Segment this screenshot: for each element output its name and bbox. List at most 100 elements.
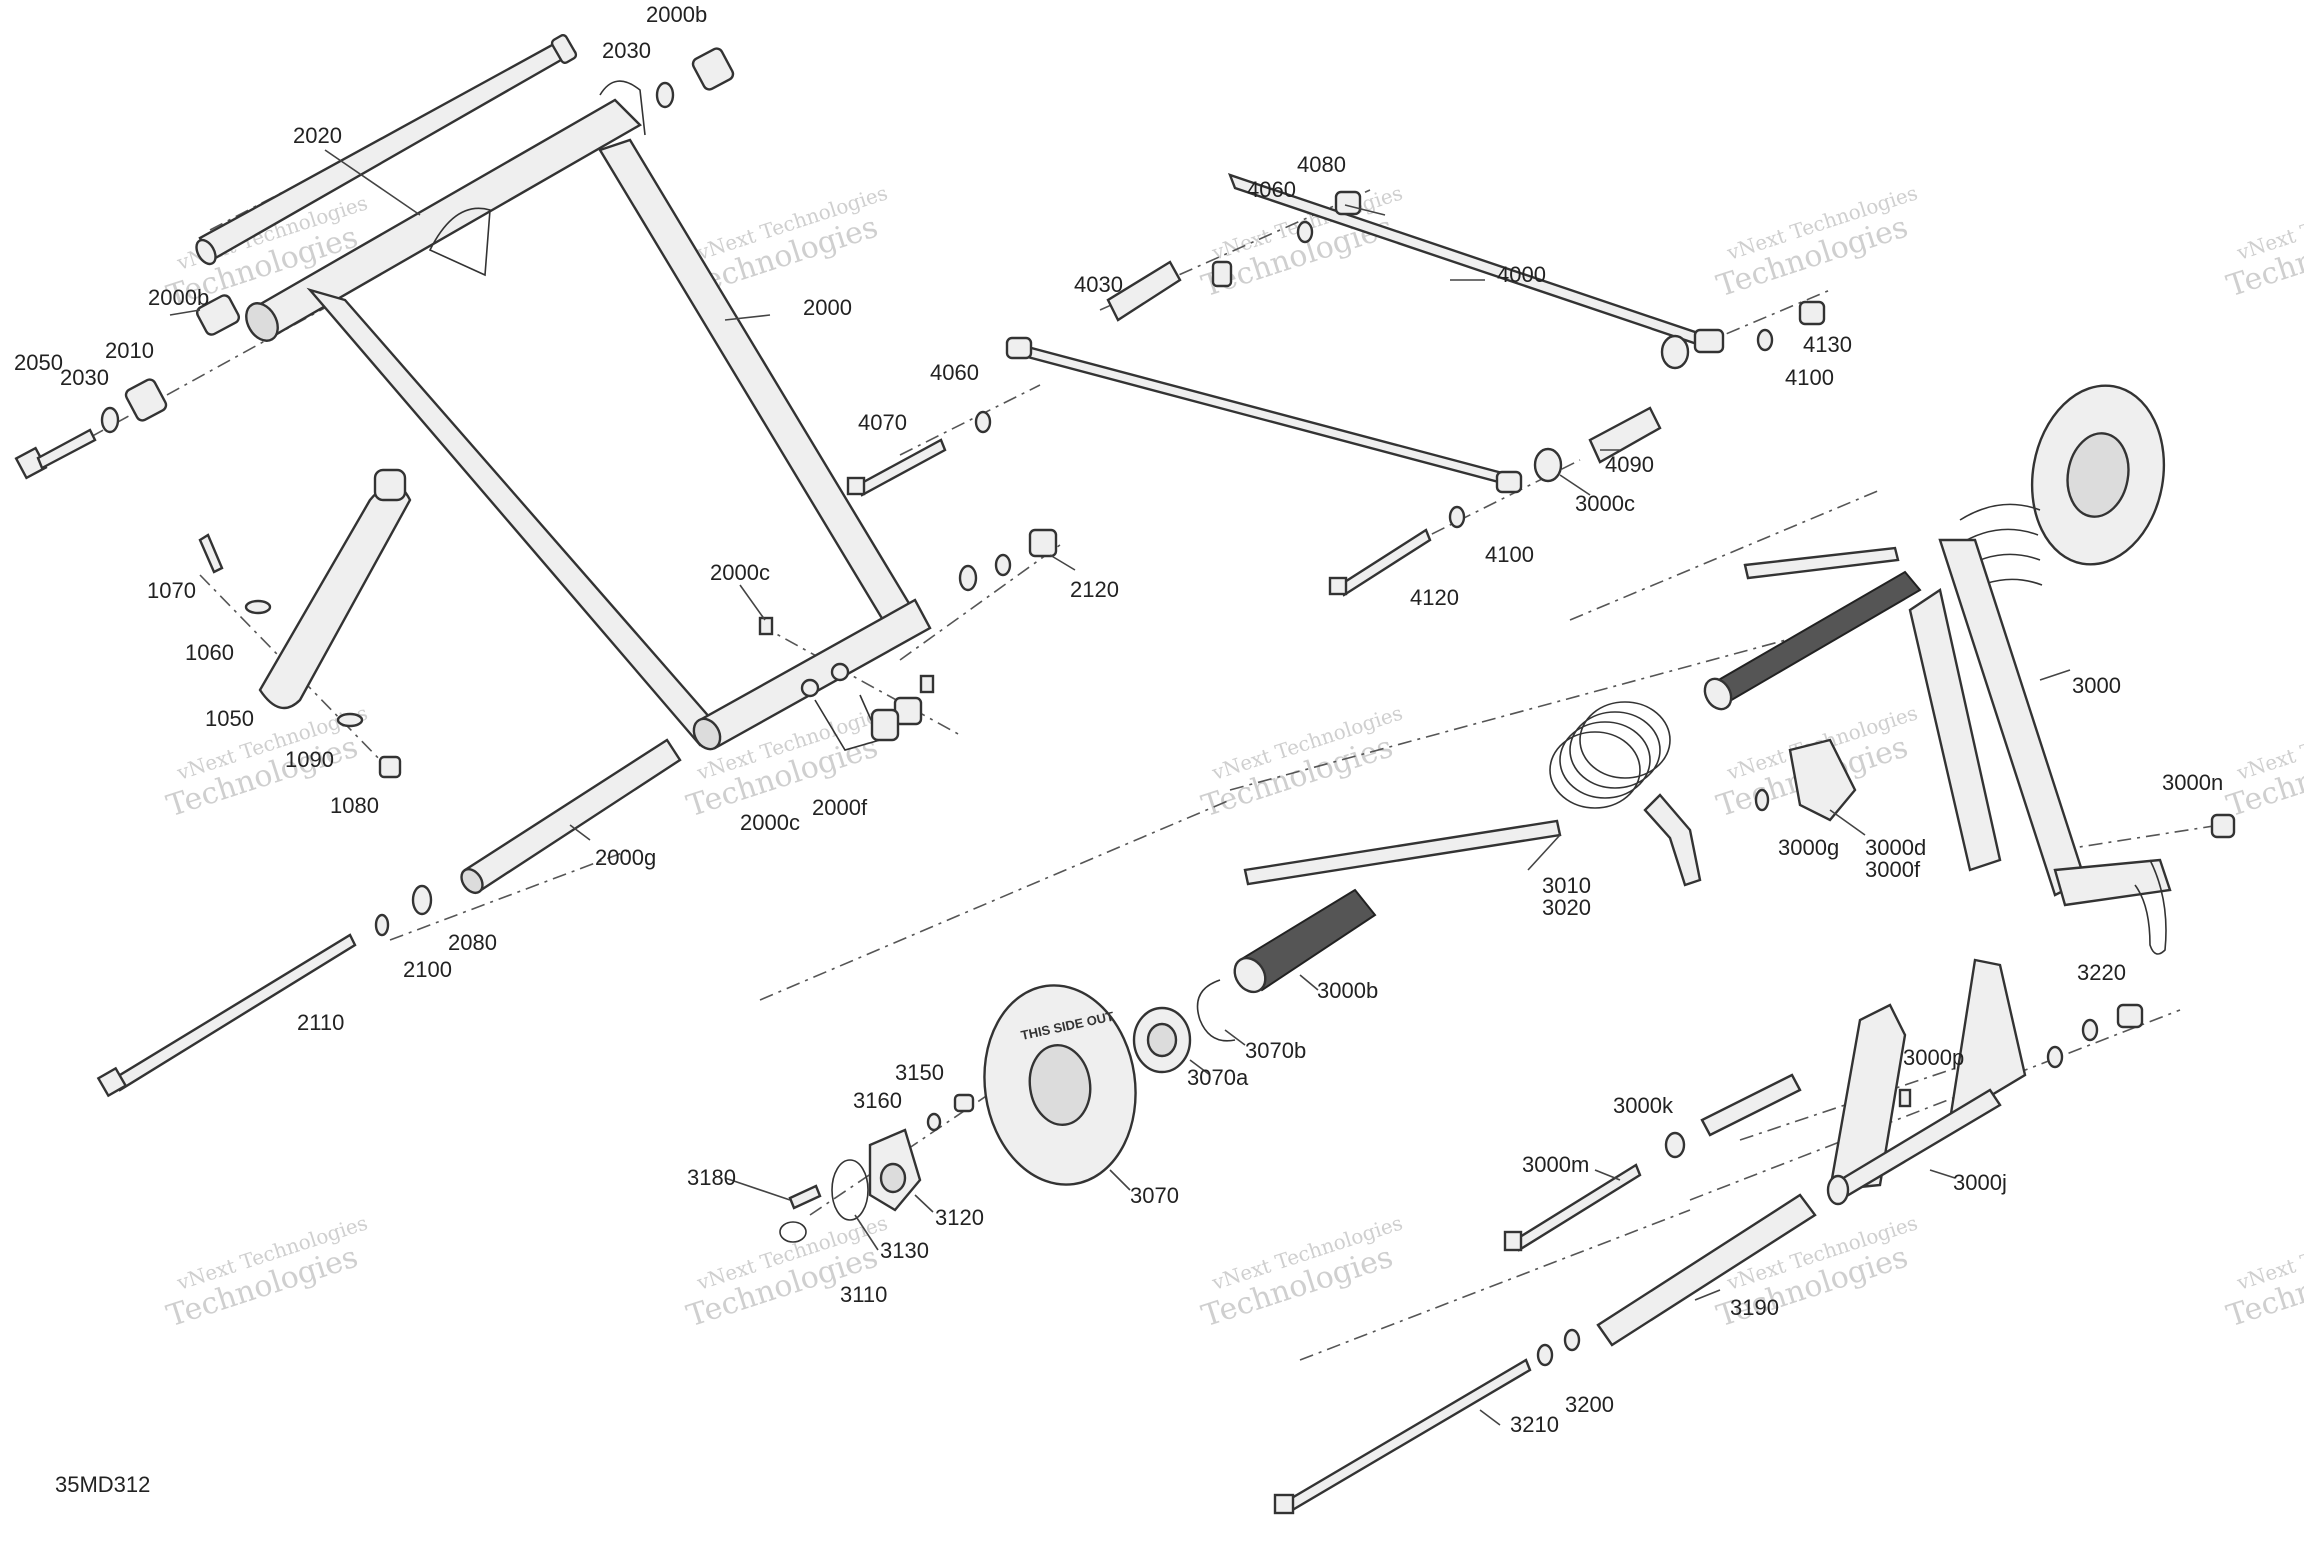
label-2000g: 2000g	[595, 845, 656, 870]
nut-1080	[378, 755, 402, 779]
lower-tube-collar	[800, 678, 820, 698]
washer-3200b	[1563, 1328, 1581, 1352]
bushing-2010	[124, 378, 168, 422]
axis-line	[899, 384, 1041, 456]
nut-3150	[953, 1093, 975, 1113]
label-4130: 4130	[1803, 332, 1852, 357]
bolt-3180	[788, 1184, 822, 1210]
spring-arm-3010	[1243, 819, 1562, 886]
label-3160: 3160	[853, 1088, 902, 1113]
link-rod-lower-eye	[1495, 470, 1523, 494]
label-3000d: 3000d	[1865, 835, 1926, 860]
label-2080: 2080	[448, 930, 497, 955]
leader-3190	[1694, 1289, 1721, 1301]
link-rod-lower-eye	[1005, 336, 1033, 360]
label-3000m: 3000m	[1522, 1152, 1589, 1177]
nut-4080	[1334, 190, 1362, 216]
label-1080: 1080	[330, 793, 379, 818]
watermark: vNext Technologies Technologies	[2223, 181, 2304, 305]
label-1090: 1090	[285, 747, 334, 772]
label-4000: 4000	[1497, 262, 1546, 287]
axis-line	[1299, 1209, 1691, 1361]
leader-3180	[724, 1177, 791, 1201]
washer-1060	[244, 599, 272, 615]
label-3120: 3120	[935, 1205, 984, 1230]
rear-arm-assembly: THIS SIDE OUT	[779, 384, 2236, 1515]
label-2010: 2010	[105, 338, 154, 363]
idler-wheel-top-hub	[2066, 432, 2130, 518]
nut-2120	[1028, 528, 1058, 558]
axis-line	[759, 624, 961, 736]
axis-line	[389, 849, 631, 941]
label-3150: 3150	[895, 1060, 944, 1085]
label-1060: 1060	[185, 640, 234, 665]
leader-3000	[2039, 669, 2071, 681]
label-1050: 1050	[205, 706, 254, 731]
nut-4130	[1798, 300, 1826, 326]
leader-2000c	[739, 584, 766, 621]
label-2050: 2050	[14, 350, 63, 375]
washer-3160	[926, 1112, 942, 1132]
sleeve-3000k	[1700, 1073, 1802, 1137]
label-4120: 4120	[1410, 585, 1459, 610]
bolt-2050-shank	[36, 428, 97, 470]
arm-bracket	[428, 207, 491, 277]
axis-line	[1699, 289, 1831, 346]
washer-2030	[100, 406, 120, 434]
link-rod-4000-eye	[1211, 260, 1233, 288]
bolt-3210	[1283, 1358, 1532, 1514]
leader-2000	[724, 314, 771, 321]
label-3020: 3020	[1542, 895, 1591, 920]
label-3000k: 3000k	[1613, 1093, 1674, 1118]
leader-3130	[854, 1214, 879, 1251]
label-3180: 3180	[687, 1165, 736, 1190]
leader-3120	[914, 1194, 934, 1213]
leader-3000j	[1929, 1169, 1956, 1179]
spring-coil	[1579, 701, 1671, 779]
label-2000b: 2000b	[148, 285, 209, 310]
lower-link-plate	[814, 694, 882, 751]
leader-3070a	[1189, 1059, 1211, 1076]
axis-line	[899, 544, 1061, 661]
watermark: vNext Technologies Technologies	[2223, 701, 2304, 825]
washer-2120	[994, 553, 1012, 577]
label-2030: 2030	[602, 38, 651, 63]
label-3130: 3130	[880, 1238, 929, 1263]
bolt-1070	[198, 533, 224, 574]
arm-loop	[599, 80, 646, 136]
cross-tube-end	[245, 302, 279, 342]
bushing-3000c-upper	[1660, 334, 1690, 370]
label-4100: 4100	[1485, 542, 1534, 567]
bushing-3000c	[1533, 447, 1563, 483]
clip-3110	[779, 1221, 807, 1243]
watermark: vNext Technologies Technologies	[163, 1211, 371, 1335]
bolt-4120-head	[1328, 576, 1348, 596]
label-3000n: 3000n	[2162, 770, 2223, 795]
label-2000c: 2000c	[710, 560, 770, 585]
link-rod-lower	[1018, 343, 1512, 487]
label-4070: 4070	[858, 410, 907, 435]
diagram-code: 35MD312	[55, 1472, 150, 1497]
lower-tube-end	[692, 717, 722, 751]
washer-2080	[411, 884, 433, 916]
spring-coil	[1559, 721, 1651, 799]
fitting-3000p	[1898, 1088, 1912, 1108]
axis-line	[759, 799, 1231, 1001]
sleeve-4030	[1106, 260, 1182, 322]
fitting-2000c	[919, 674, 935, 694]
rear-arm-hook	[2134, 859, 2167, 955]
rear-arm-leg-inner	[1908, 588, 2002, 872]
bushing-2000b-top	[691, 47, 735, 91]
label-3000g: 3000g	[1778, 835, 1839, 860]
clip-3000g	[1754, 788, 1770, 812]
bushing-2000b	[195, 294, 241, 336]
label-3070b: 3070b	[1245, 1038, 1306, 1063]
leader-3070b	[1224, 1029, 1246, 1046]
sleeve-3000b-end	[1233, 956, 1267, 994]
watermark: vNext Technologies Technologies	[2223, 1211, 2304, 1335]
bolt-3000m-head	[1503, 1230, 1523, 1252]
leader-3070	[1109, 1169, 1131, 1191]
label-4090: 4090	[1605, 452, 1654, 477]
leader-3000m	[1594, 1169, 1621, 1181]
